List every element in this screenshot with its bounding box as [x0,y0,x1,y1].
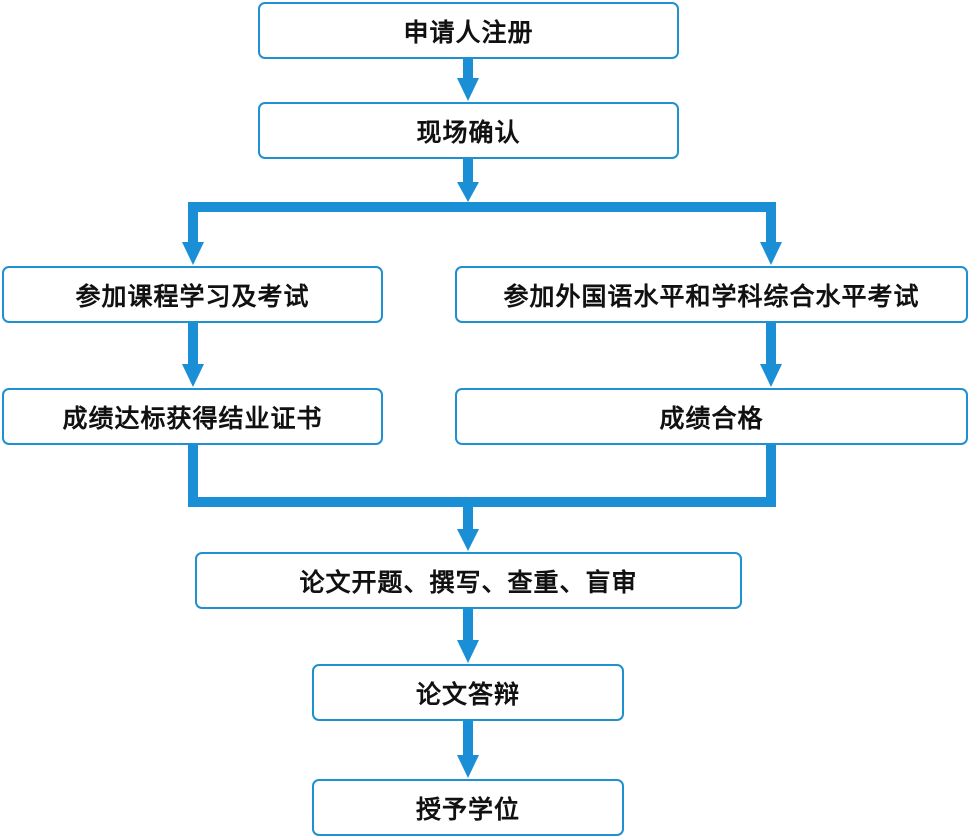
step-on-site-confirmation: 现场确认 [258,102,679,159]
arrow-head-degree [457,755,479,778]
arrow-head-course [182,242,204,265]
arrow-head-confirm [457,78,479,101]
step-course-study-exam-label: 参加课程学习及考试 [75,281,310,311]
connector-split-exam [766,202,776,244]
step-degree-award-label: 授予学位 [415,794,520,824]
connector-pass-merge [766,445,776,507]
step-thesis-process: 论文开题、撰写、查重、盲审 [195,552,742,609]
step-scores-qualified-label: 成绩合格 [659,403,764,433]
connector-defense-degree [463,721,473,757]
step-thesis-process-label: 论文开题、撰写、查重、盲审 [299,567,638,597]
connector-merge-thesis [463,497,473,531]
step-completion-certificate-label: 成绩达标获得结业证书 [62,403,323,433]
step-register-label: 申请人注册 [403,17,534,47]
step-thesis-defense-label: 论文答辩 [415,679,520,709]
step-scores-qualified: 成绩合格 [455,388,968,445]
connector-split-course [188,202,198,244]
connector-course-certificate [188,323,198,366]
connector-certificate-merge [188,445,198,507]
step-register: 申请人注册 [258,2,679,59]
merge-bar [188,497,776,507]
arrow-head-defense [457,640,479,663]
step-thesis-defense: 论文答辩 [312,664,624,721]
step-language-subject-exam: 参加外国语水平和学科综合水平考试 [455,266,968,323]
arrow-head-thesis [457,529,479,551]
step-language-subject-exam-label: 参加外国语水平和学科综合水平考试 [503,281,920,311]
step-degree-award: 授予学位 [312,779,624,836]
arrow-head-exam [760,242,782,265]
step-course-study-exam: 参加课程学习及考试 [2,266,383,323]
arrow-head-certificate [182,364,204,387]
arrow-head-pass [760,364,782,387]
connector-exam-pass [766,323,776,366]
connector-register-confirm [463,59,473,80]
connector-thesis-defense [463,609,473,642]
connector-confirm-split [463,159,473,188]
step-on-site-confirmation-label: 现场确认 [416,117,521,147]
step-completion-certificate: 成绩达标获得结业证书 [2,388,383,445]
arrow-head-split [457,182,479,202]
split-bar [188,202,776,212]
